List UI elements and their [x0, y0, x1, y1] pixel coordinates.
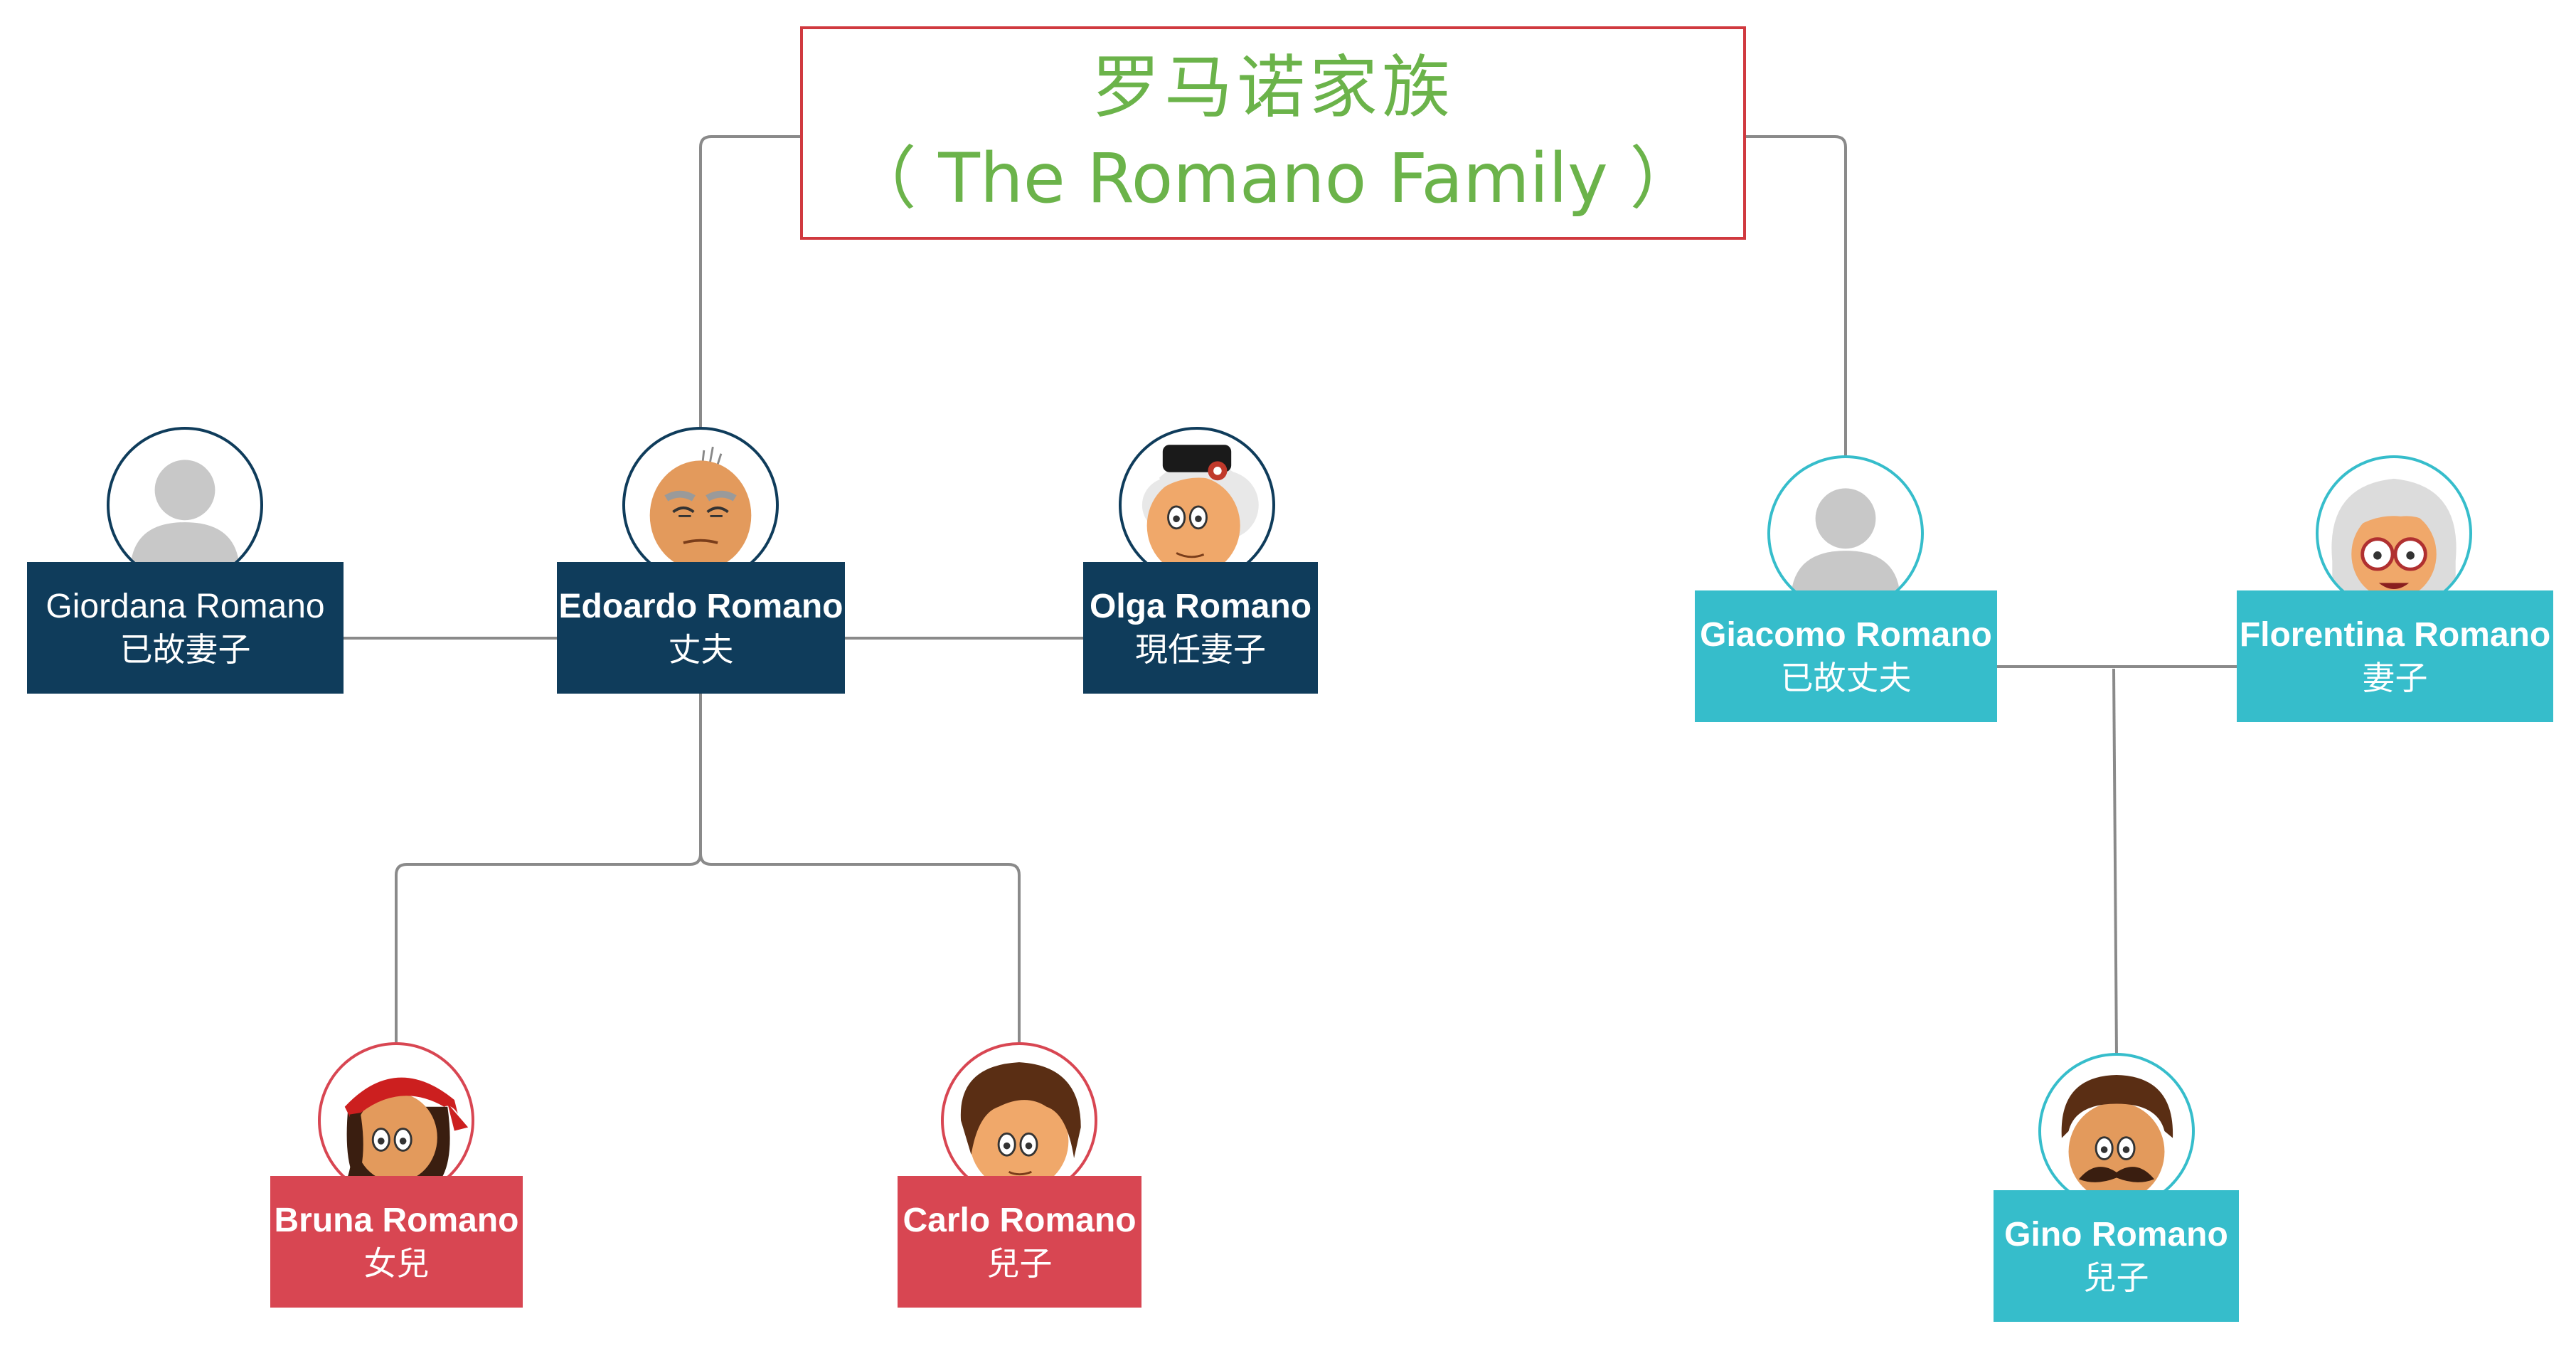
title-english: （ The Romano Family ）: [848, 139, 1698, 218]
member-role: 兒子: [986, 1244, 1053, 1283]
member-card-giacomo[interactable]: Giacomo Romano 已故丈夫: [1695, 590, 1997, 722]
member-card-carlo[interactable]: Carlo Romano 兒子: [898, 1176, 1141, 1308]
member-role: 現任妻子: [1135, 630, 1266, 669]
title-chinese: 罗马诺家族: [1092, 48, 1454, 127]
member-card-bruna[interactable]: Bruna Romano 女兒: [270, 1176, 523, 1308]
member-name: Edoardo Romano: [558, 587, 843, 625]
member-card-florentina[interactable]: Florentina Romano 妻子: [2237, 590, 2553, 722]
connector-title-giacomo: [1746, 135, 1847, 459]
brown-hair-boy-avatar: [941, 1042, 1097, 1199]
member-name: Florentina Romano: [2239, 615, 2551, 654]
connector-title-edoardo: [699, 135, 800, 430]
connector-edoardo-children: [395, 694, 1021, 1042]
member-card-olga[interactable]: Olga Romano 現任妻子: [1083, 562, 1318, 694]
member-card-gino[interactable]: Gino Romano 兒子: [1994, 1190, 2239, 1322]
member-name: Gino Romano: [2004, 1215, 2228, 1254]
grandmother-hat-avatar: [1119, 427, 1275, 583]
member-card-edoardo[interactable]: Edoardo Romano 丈夫: [557, 562, 845, 694]
bald-old-man-avatar: [622, 427, 779, 583]
member-name: Giacomo Romano: [1700, 615, 1992, 654]
member-name: Giordana Romano: [46, 587, 325, 625]
connector-couple-gino: [2112, 668, 2118, 1057]
red-bandana-girl-avatar: [318, 1042, 474, 1199]
member-name: Carlo Romano: [903, 1201, 1137, 1239]
default-person-icon: [107, 427, 263, 583]
default-person-icon: [1767, 455, 1924, 612]
family-title-box: 罗马诺家族 （ The Romano Family ）: [800, 26, 1746, 240]
mustache-man-avatar: [2038, 1053, 2195, 1209]
member-role: 已故妻子: [119, 630, 251, 669]
member-role: 已故丈夫: [1780, 658, 1912, 697]
member-name: Olga Romano: [1089, 587, 1312, 625]
member-role: 丈夫: [668, 630, 734, 669]
member-name: Bruna Romano: [274, 1201, 519, 1239]
member-role: 兒子: [2083, 1258, 2149, 1297]
member-card-giordana[interactable]: Giordana Romano 已故妻子: [27, 562, 344, 694]
member-role: 妻子: [2362, 658, 2428, 697]
white-hair-glasses-avatar: [2316, 455, 2472, 612]
member-role: 女兒: [363, 1244, 430, 1283]
